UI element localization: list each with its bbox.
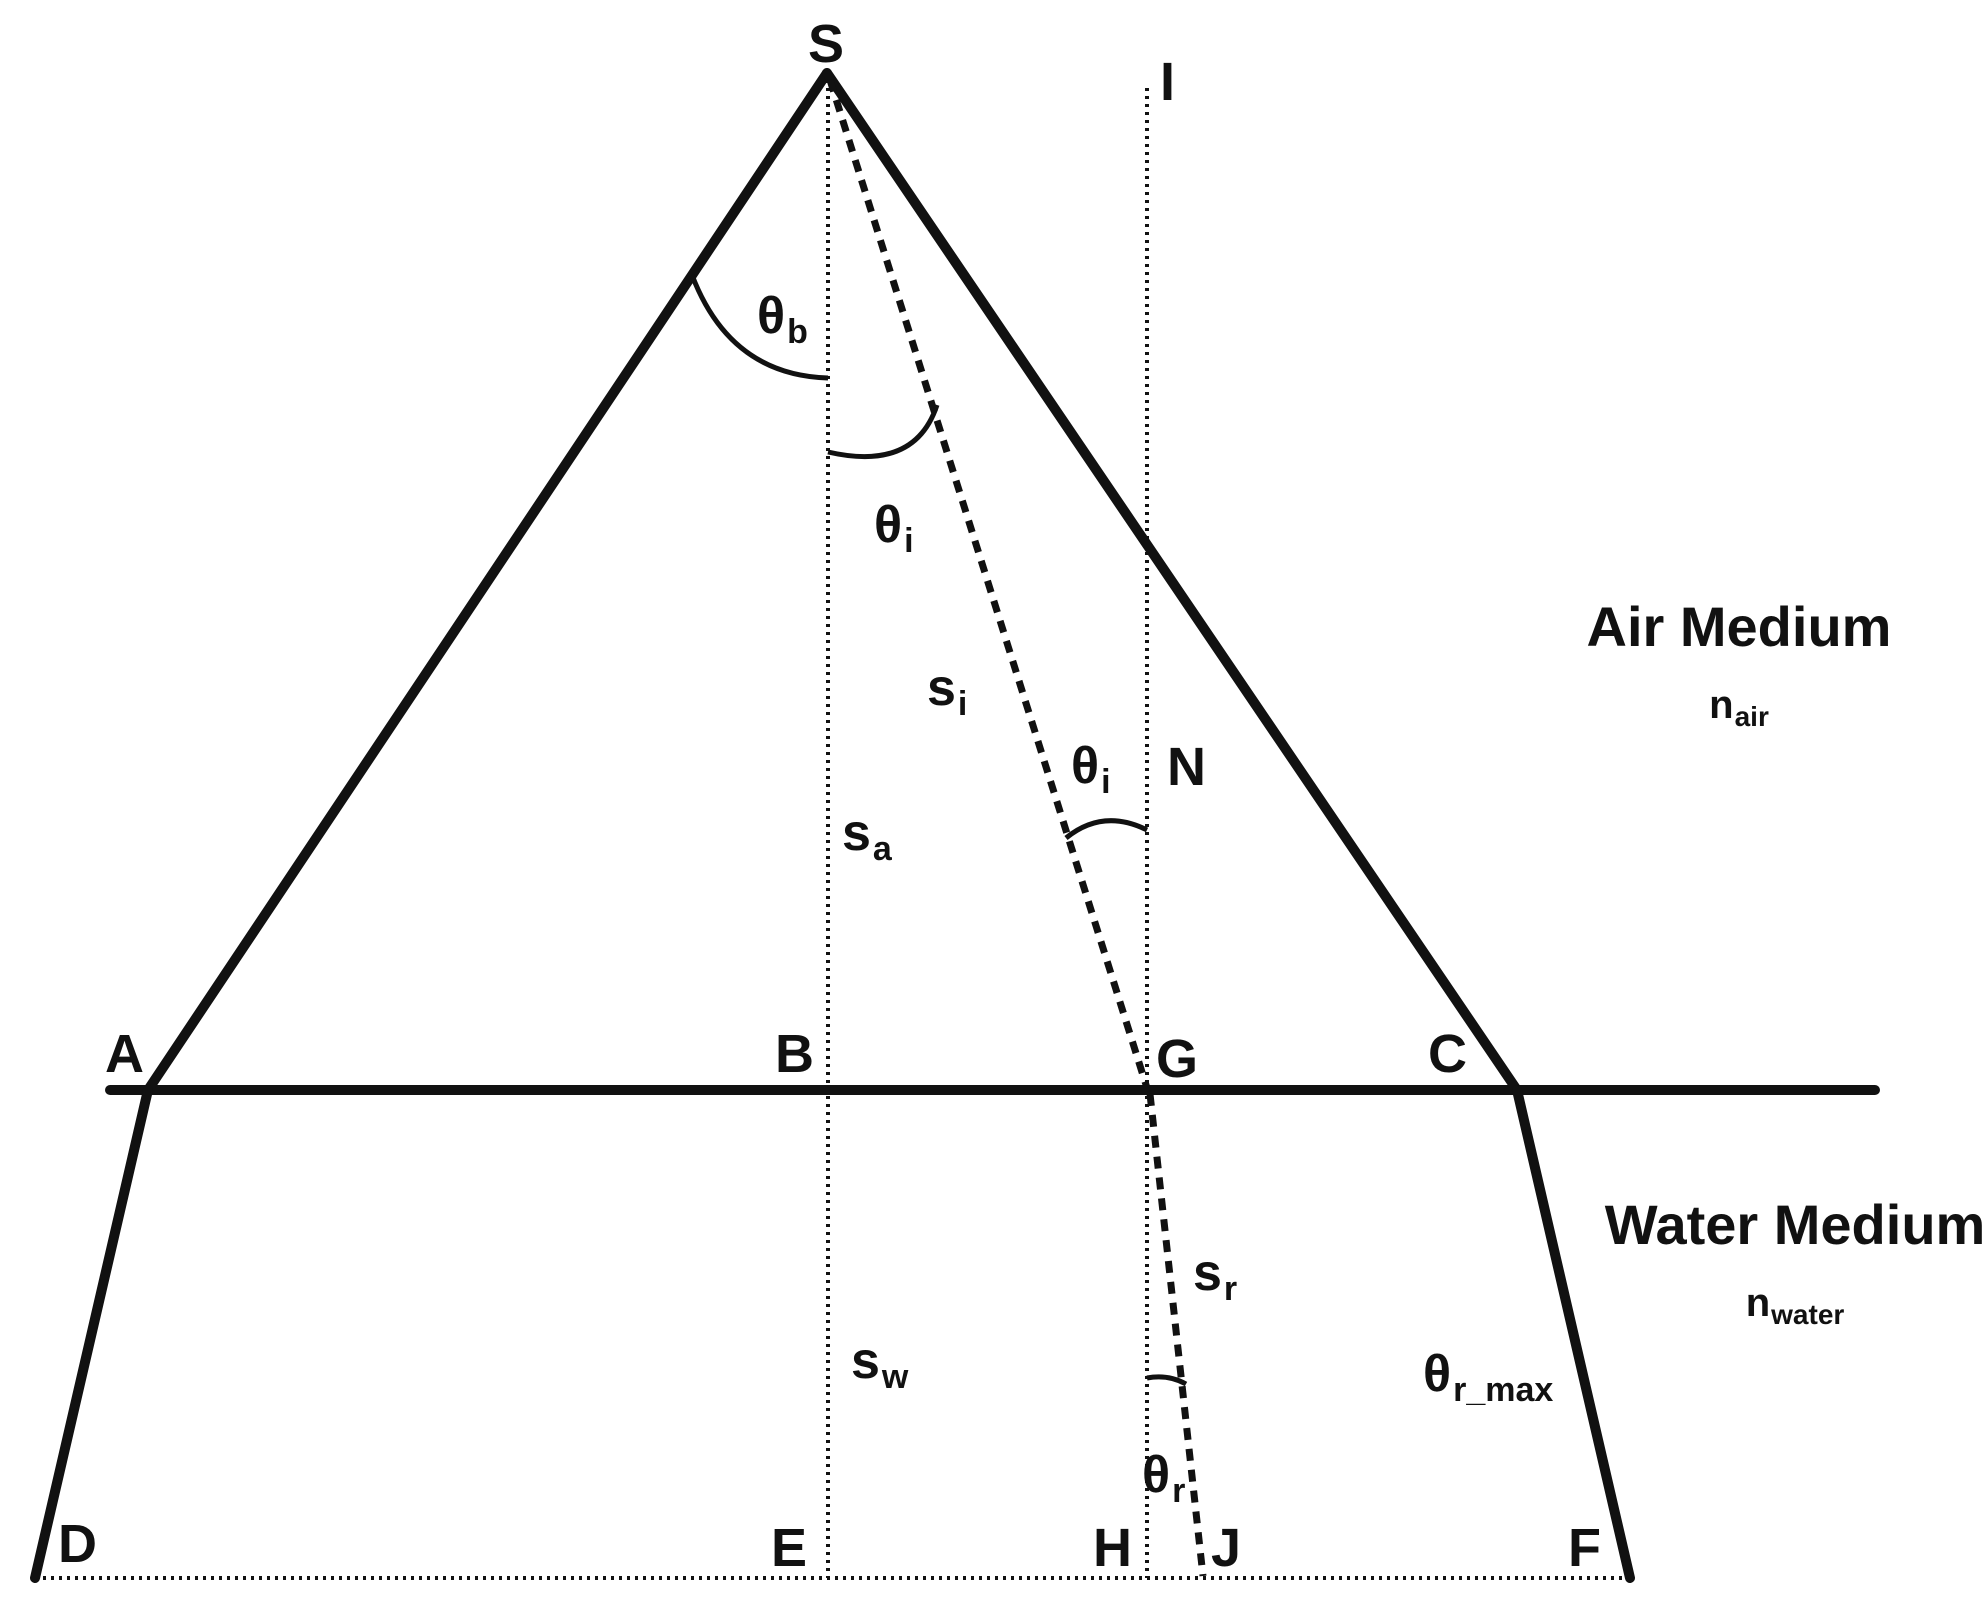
- segment-label-s-i: si: [927, 659, 967, 723]
- angle-label-theta-r-max: θr_max: [1423, 1345, 1553, 1409]
- side-SA: [143, 68, 832, 1095]
- point-label-N: N: [1167, 737, 1206, 797]
- segment-label-s-r: sr: [1193, 1244, 1237, 1308]
- arc-theta-r: [1146, 1374, 1188, 1387]
- refracted-ray-GJ: [1146, 1093, 1207, 1577]
- side-SC: [822, 68, 1522, 1095]
- point-label-C: C: [1428, 1024, 1467, 1084]
- point-label-D: D: [58, 1514, 97, 1574]
- point-label-A: A: [105, 1024, 144, 1084]
- angle-label-theta-b: θb: [757, 287, 808, 351]
- point-label-F: F: [1568, 1518, 1601, 1578]
- angle-label-theta-i-top: θi: [874, 496, 914, 560]
- arc-theta-i-mid: [1064, 818, 1149, 840]
- point-label-B: B: [775, 1024, 814, 1084]
- point-label-H: H: [1093, 1518, 1132, 1578]
- arc-theta-i-top: [827, 404, 940, 460]
- arc-theta-b: [689, 274, 829, 381]
- air-medium-title: Air Medium: [1587, 595, 1892, 658]
- side-CF: [1512, 1085, 1635, 1583]
- segment-label-s-w: sw: [851, 1332, 909, 1396]
- point-label-S: S: [808, 14, 844, 74]
- incident-ray-SG: [826, 78, 1151, 1090]
- water-medium-title: Water Medium: [1605, 1193, 1986, 1256]
- point-label-J: J: [1211, 1518, 1241, 1578]
- segment-label-s-a: sa: [842, 804, 893, 868]
- angle-label-theta-r: θr: [1142, 1446, 1185, 1510]
- side-AD: [30, 1085, 153, 1583]
- point-label-I: I: [1160, 52, 1175, 112]
- air-medium-index: nair: [1709, 683, 1769, 732]
- angle-label-theta-i-mid: θi: [1071, 737, 1111, 801]
- point-label-G: G: [1156, 1029, 1198, 1089]
- water-medium-index: nwater: [1746, 1281, 1845, 1330]
- point-label-E: E: [771, 1518, 807, 1578]
